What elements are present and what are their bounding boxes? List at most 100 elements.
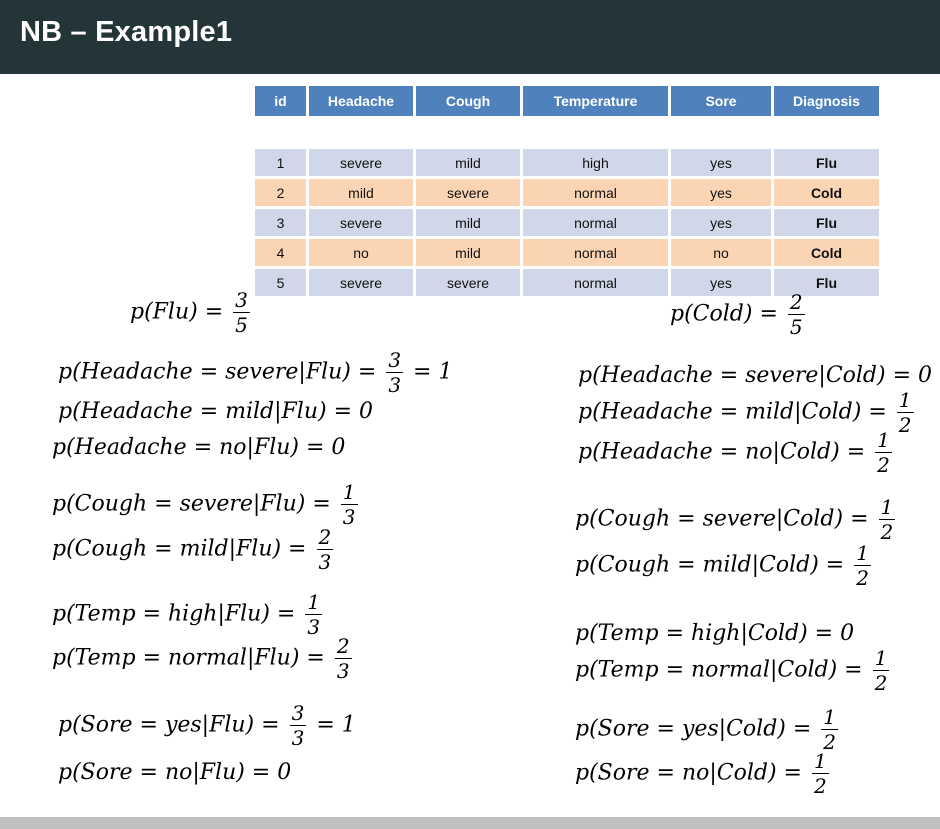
frac-den: 2 xyxy=(874,671,888,695)
cell-temperature: normal xyxy=(523,269,668,296)
cell-sore: yes xyxy=(671,269,771,296)
cell-cough: severe xyxy=(416,269,520,296)
frac-num: 1 xyxy=(340,480,358,505)
frac-den: 2 xyxy=(898,413,912,437)
cell-sore: yes xyxy=(671,179,771,206)
table-row: 4 no mild normal no Cold xyxy=(255,239,879,266)
cell-diagnosis: Cold xyxy=(774,239,879,266)
frac-den: 3 xyxy=(291,726,305,750)
cell-headache: severe xyxy=(309,149,413,176)
cell-diagnosis: Flu xyxy=(774,209,879,236)
cell-diagnosis: Cold xyxy=(774,179,879,206)
eq-lhs: p(Headache = no|Cold) = xyxy=(578,439,866,465)
cell-sore: no xyxy=(671,239,771,266)
cell-id: 3 xyxy=(255,209,306,236)
cell-id: 1 xyxy=(255,149,306,176)
frac-den: 2 xyxy=(880,520,894,544)
eq-lhs: p(Cough = severe|Cold) = xyxy=(575,506,869,532)
frac-num: 1 xyxy=(872,646,890,671)
eq-lhs: p(Headache = severe|Flu) = xyxy=(58,359,377,385)
col-header-diagnosis: Diagnosis xyxy=(774,86,879,116)
cell-headache: no xyxy=(309,239,413,266)
eq-lhs: p(Sore = yes|Flu) = xyxy=(58,712,280,738)
col-header-sore: Sore xyxy=(671,86,771,116)
frac-den: 3 xyxy=(388,373,402,397)
frac-num: 1 xyxy=(821,705,839,730)
table-row: 2 mild severe normal yes Cold xyxy=(255,179,879,206)
eq-flu-headache-no: p(Headache = no|Flu) = 0 xyxy=(52,434,345,462)
eq-flu-sore-no: p(Sore = no|Flu) = 0 xyxy=(58,759,291,787)
eq-lhs: p(Cough = mild|Cold) = xyxy=(575,552,845,578)
frac-num: 1 xyxy=(854,541,871,566)
frac-den: 3 xyxy=(318,550,332,574)
frac-den: 3 xyxy=(342,505,356,529)
eq-lhs: p(Temp = normal|Flu) = xyxy=(52,645,325,671)
eq-lhs: p(Temp = high|Flu) = xyxy=(52,601,296,627)
eq-rhs: = 1 xyxy=(316,712,356,738)
eq-rhs: = 1 xyxy=(413,359,453,385)
frac-num: 3 xyxy=(386,348,404,373)
frac-num: 2 xyxy=(316,525,334,550)
cell-sore: yes xyxy=(671,209,771,236)
col-header-temperature: Temperature xyxy=(523,86,668,116)
eq-lhs: p(Headache = mild|Flu) = 0 xyxy=(58,399,374,424)
table-header-row: id Headache Cough Temperature Sore Diagn… xyxy=(255,86,879,116)
eq-lhs: p(Sore = no|Flu) = 0 xyxy=(58,760,292,785)
eq-lhs: p(Headache = severe|Cold) = 0 xyxy=(578,363,933,388)
cell-temperature: normal xyxy=(523,209,668,236)
frac-den: 2 xyxy=(856,566,869,590)
cell-cough: severe xyxy=(416,179,520,206)
slide-title: NB – Example1 xyxy=(20,16,233,48)
eq-lhs: p(Sore = yes|Cold) = xyxy=(575,716,812,742)
frac-den: 2 xyxy=(877,453,890,477)
eq-lhs: p(Temp = normal|Cold) = xyxy=(575,657,863,683)
cell-sore: yes xyxy=(671,149,771,176)
frac-num: 1 xyxy=(875,428,892,453)
eq-lhs: p(Cough = severe|Flu) = xyxy=(52,491,331,517)
frac-den: 5 xyxy=(789,315,803,339)
cell-headache: severe xyxy=(309,209,413,236)
frac-num: 3 xyxy=(233,288,250,313)
frac-den: 5 xyxy=(235,313,248,337)
cell-diagnosis: Flu xyxy=(774,149,879,176)
table-row: 5 severe severe normal yes Flu xyxy=(255,269,879,296)
frac-num: 3 xyxy=(289,701,307,726)
eq-lhs: p(Headache = no|Flu) = 0 xyxy=(52,435,346,460)
cell-temperature: normal xyxy=(523,179,668,206)
col-header-headache: Headache xyxy=(309,86,413,116)
eq-cold-headache-severe: p(Headache = severe|Cold) = 0 xyxy=(578,362,932,390)
eq-lhs: p(Cough = mild|Flu) = xyxy=(52,536,307,562)
cell-cough: mild xyxy=(416,149,520,176)
frac-den: 3 xyxy=(307,615,321,639)
frac-num: 1 xyxy=(878,495,896,520)
table-row: 3 severe mild normal yes Flu xyxy=(255,209,879,236)
cell-headache: mild xyxy=(309,179,413,206)
eq-lhs: p(Flu) = xyxy=(130,299,224,325)
cell-id: 4 xyxy=(255,239,306,266)
frac-num: 1 xyxy=(811,749,829,774)
cell-diagnosis: Flu xyxy=(774,269,879,296)
data-table: id Headache Cough Temperature Sore Diagn… xyxy=(252,83,882,299)
eq-lhs: p(Headache = mild|Cold) = xyxy=(578,399,887,425)
